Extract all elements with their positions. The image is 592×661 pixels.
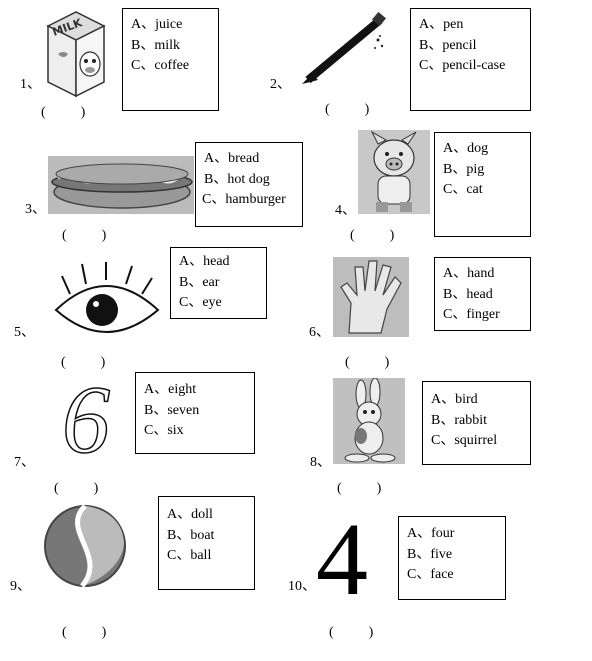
option-b[interactable]: B、five bbox=[407, 546, 453, 562]
options-box: A、four B、five C、face bbox=[398, 516, 506, 600]
option-b[interactable]: B、rabbit bbox=[431, 412, 487, 428]
option-b[interactable]: B、seven bbox=[144, 402, 200, 418]
question-number: 4、 bbox=[335, 203, 356, 218]
question-number: 5、 bbox=[14, 325, 35, 340]
rabbit-icon bbox=[333, 378, 405, 464]
options-box: A、dog B、pig C、cat bbox=[434, 132, 531, 237]
question-number: 6、 bbox=[309, 325, 330, 340]
option-c[interactable]: C、face bbox=[407, 567, 454, 582]
question-number: 9、 bbox=[10, 579, 31, 594]
option-b[interactable]: B、head bbox=[443, 286, 493, 302]
options-box: A、head B、ear C、eye bbox=[170, 247, 267, 319]
question-number: 3、 bbox=[25, 202, 46, 217]
option-a[interactable]: A、head bbox=[179, 254, 230, 269]
pencil-icon bbox=[300, 12, 390, 86]
option-c[interactable]: C、finger bbox=[443, 307, 500, 322]
options-box: A、doll B、boat C、ball bbox=[158, 496, 255, 590]
hot-dog-icon bbox=[48, 156, 194, 214]
answer-blank[interactable]: ( ) bbox=[325, 102, 370, 117]
options-box: A、bread B、hot dog C、hamburger bbox=[195, 142, 303, 227]
question-number: 7、 bbox=[14, 455, 35, 470]
option-a[interactable]: A、doll bbox=[167, 507, 213, 522]
glyph-four: 4 bbox=[316, 512, 368, 598]
option-b[interactable]: B、pig bbox=[443, 161, 485, 177]
option-b[interactable]: B、boat bbox=[167, 527, 215, 543]
question-number: 2、 bbox=[270, 77, 291, 92]
option-a[interactable]: A、pen bbox=[419, 17, 464, 32]
pig-icon bbox=[358, 130, 430, 214]
option-c[interactable]: C、hamburger bbox=[202, 192, 286, 207]
ball-icon bbox=[42, 500, 128, 592]
glyph-six: 6 bbox=[62, 374, 110, 458]
options-box: A、eight B、seven C、six bbox=[135, 372, 255, 454]
answer-blank[interactable]: ( ) bbox=[54, 481, 99, 496]
answer-blank[interactable]: ( ) bbox=[41, 105, 86, 120]
options-box: A、hand B、head C、finger bbox=[434, 257, 531, 331]
option-a[interactable]: A、bread bbox=[204, 151, 260, 166]
option-c[interactable]: C、eye bbox=[179, 295, 222, 310]
option-c[interactable]: C、squirrel bbox=[431, 433, 498, 448]
answer-blank[interactable]: ( ) bbox=[350, 228, 395, 243]
option-b[interactable]: B、hot dog bbox=[204, 171, 270, 187]
question-number: 1、 bbox=[20, 77, 41, 92]
answer-blank[interactable]: ( ) bbox=[61, 355, 106, 370]
answer-blank[interactable]: ( ) bbox=[345, 355, 390, 370]
option-b[interactable]: B、pencil bbox=[419, 37, 477, 53]
milk-carton-icon: MILK bbox=[40, 6, 112, 98]
number-four-icon: 4 bbox=[316, 512, 368, 598]
option-a[interactable]: A、bird bbox=[431, 392, 478, 407]
answer-blank[interactable]: ( ) bbox=[337, 481, 382, 496]
option-c[interactable]: C、coffee bbox=[131, 58, 190, 73]
option-a[interactable]: A、dog bbox=[443, 141, 489, 156]
option-a[interactable]: A、eight bbox=[144, 382, 197, 397]
option-b[interactable]: B、milk bbox=[131, 37, 181, 53]
option-b[interactable]: B、ear bbox=[179, 274, 220, 290]
options-box: A、pen B、pencil C、pencil-case bbox=[410, 8, 531, 111]
option-a[interactable]: A、four bbox=[407, 526, 455, 541]
answer-blank[interactable]: ( ) bbox=[62, 228, 107, 243]
question-number: 10、 bbox=[288, 579, 316, 594]
eye-icon bbox=[50, 262, 162, 338]
option-c[interactable]: C、pencil-case bbox=[419, 58, 506, 73]
options-box: A、juice B、milk C、coffee bbox=[122, 8, 219, 111]
option-c[interactable]: C、cat bbox=[443, 182, 483, 197]
option-a[interactable]: A、juice bbox=[131, 17, 183, 32]
hand-icon bbox=[333, 257, 409, 337]
option-c[interactable]: C、six bbox=[144, 423, 184, 438]
options-box: A、bird B、rabbit C、squirrel bbox=[422, 381, 531, 465]
answer-blank[interactable]: ( ) bbox=[329, 625, 374, 640]
option-c[interactable]: C、ball bbox=[167, 548, 212, 563]
question-number: 8、 bbox=[310, 455, 331, 470]
answer-blank[interactable]: ( ) bbox=[62, 625, 107, 640]
number-six-icon: 6 bbox=[58, 374, 114, 458]
option-a[interactable]: A、hand bbox=[443, 266, 495, 281]
